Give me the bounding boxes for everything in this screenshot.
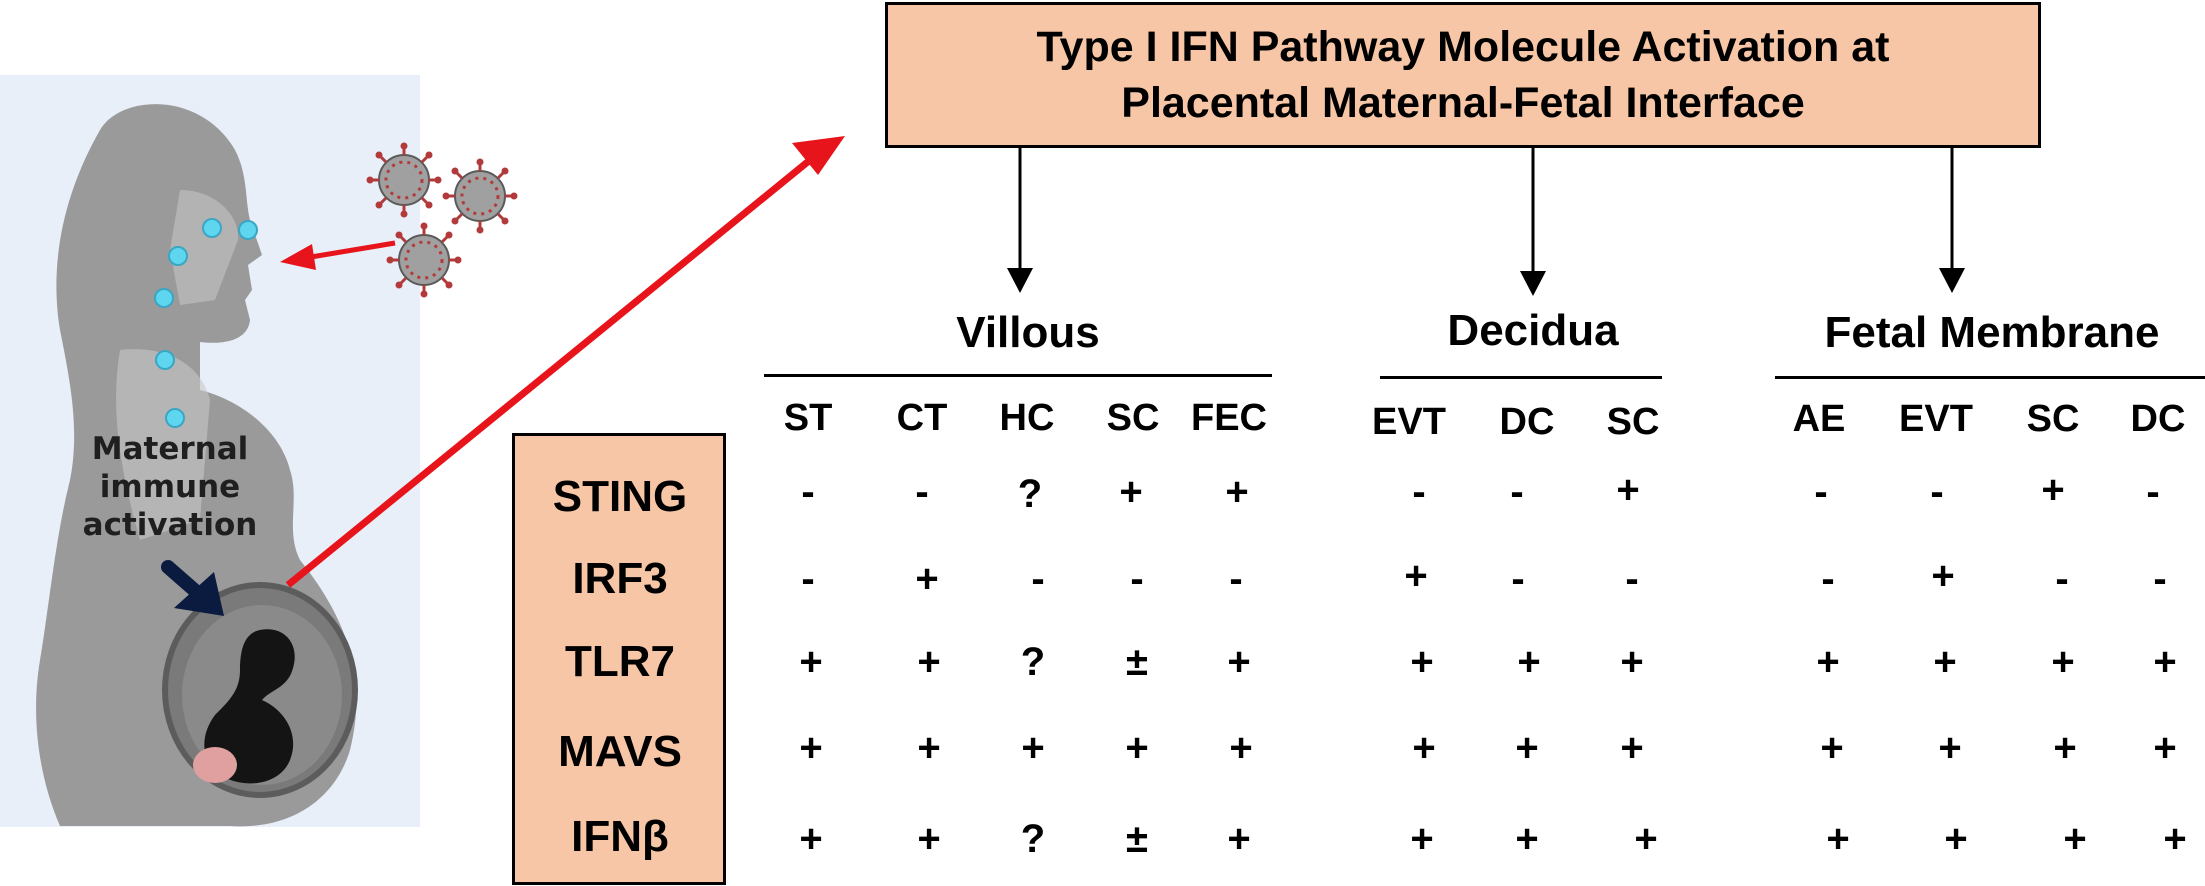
group-label-fetal-membrane: Fetal Membrane bbox=[1824, 308, 2160, 357]
col-head-fetal-sc: SC bbox=[2026, 398, 2080, 440]
cell-villous-hc-mavs: + bbox=[1021, 726, 1045, 770]
cell-villous-st-sting: - bbox=[801, 470, 815, 514]
group-rule-fetal-membrane bbox=[1775, 376, 2205, 379]
group-label-decidua: Decidua bbox=[1447, 306, 1619, 355]
cell-fetal-dc-sting: - bbox=[2146, 470, 2160, 514]
cell-decidua-sc-mavs: + bbox=[1620, 726, 1644, 770]
cell-villous-ct-irf3: + bbox=[915, 557, 939, 601]
group-rule-villous bbox=[764, 374, 1272, 377]
cell-villous-ct-tlr7: + bbox=[917, 640, 941, 684]
lymph-node-icon bbox=[154, 218, 258, 428]
cell-fetal-ae-irf3: - bbox=[1821, 557, 1835, 601]
col-head-fetal-evt: EVT bbox=[1899, 398, 1973, 440]
cell-villous-fec-tlr7: + bbox=[1227, 640, 1251, 684]
cell-decidua-dc-mavs: + bbox=[1515, 726, 1539, 770]
maternal-immune-activation-label: Maternal immune activation bbox=[82, 431, 258, 543]
cell-villous-ct-ifnb: + bbox=[917, 817, 941, 861]
cell-decidua-evt-irf3: + bbox=[1404, 554, 1428, 598]
cell-decidua-sc-sting: + bbox=[1616, 468, 1640, 512]
cell-villous-fec-irf3: - bbox=[1229, 557, 1243, 601]
down-arrows bbox=[1007, 148, 1965, 296]
title-line-1: Type I IFN Pathway Molecule Activation a… bbox=[1036, 23, 1890, 71]
cell-decidua-dc-tlr7: + bbox=[1517, 640, 1541, 684]
cell-villous-fec-sting: + bbox=[1225, 470, 1249, 514]
cell-villous-sc-tlr7: ± bbox=[1126, 640, 1148, 684]
cell-villous-st-ifnb: + bbox=[799, 817, 823, 861]
col-head-decidua-dc: DC bbox=[1499, 401, 1555, 443]
cell-fetal-sc-sting: + bbox=[2041, 468, 2065, 512]
cell-villous-hc-ifnb: ? bbox=[1020, 817, 1046, 861]
cell-fetal-evt-tlr7: + bbox=[1933, 640, 1957, 684]
cell-fetal-evt-mavs: + bbox=[1938, 726, 1962, 770]
row-label-box bbox=[512, 433, 726, 885]
cell-villous-fec-mavs: + bbox=[1229, 726, 1253, 770]
cell-fetal-ae-sting: - bbox=[1814, 470, 1828, 514]
cell-fetal-dc-tlr7: + bbox=[2153, 640, 2177, 684]
group-label-villous: Villous bbox=[956, 308, 1100, 357]
row-label-irf3: IRF3 bbox=[572, 554, 668, 603]
cell-villous-st-mavs: + bbox=[799, 726, 823, 770]
pointer-arrow bbox=[161, 560, 224, 616]
cell-fetal-evt-sting: - bbox=[1930, 470, 1944, 514]
cell-villous-st-tlr7: + bbox=[799, 640, 823, 684]
row-label-tlr7: TLR7 bbox=[565, 637, 675, 686]
cell-villous-ct-sting: - bbox=[915, 470, 929, 514]
title-line-2: Placental Maternal-Fetal Interface bbox=[1121, 79, 1805, 127]
fetus-icon bbox=[193, 629, 295, 784]
cell-villous-sc-irf3: - bbox=[1130, 557, 1144, 601]
cell-decidua-evt-ifnb: + bbox=[1410, 817, 1434, 861]
cell-decidua-dc-sting: - bbox=[1510, 470, 1524, 514]
col-head-fetal-ae: AE bbox=[1792, 398, 1846, 440]
row-label-ifnb: IFNβ bbox=[571, 812, 669, 861]
cell-villous-ct-mavs: + bbox=[917, 726, 941, 770]
cell-fetal-dc-irf3: - bbox=[2153, 557, 2167, 601]
cell-fetal-ae-mavs: + bbox=[1820, 726, 1844, 770]
col-head-villous-ct: CT bbox=[896, 397, 948, 439]
col-head-fetal-dc: DC bbox=[2130, 398, 2186, 440]
cell-fetal-evt-ifnb: + bbox=[1944, 817, 1968, 861]
cell-villous-st-irf3: - bbox=[801, 557, 815, 601]
cell-fetal-ae-tlr7: + bbox=[1816, 640, 1840, 684]
col-head-villous-sc: SC bbox=[1106, 397, 1160, 439]
cell-decidua-sc-tlr7: + bbox=[1620, 640, 1644, 684]
col-head-villous-hc: HC bbox=[999, 397, 1055, 439]
col-head-decidua-evt: EVT bbox=[1372, 401, 1446, 443]
col-head-villous-fec: FEC bbox=[1191, 397, 1267, 439]
cell-fetal-sc-tlr7: + bbox=[2051, 640, 2075, 684]
cell-villous-sc-ifnb: ± bbox=[1126, 817, 1148, 861]
cell-villous-fec-ifnb: + bbox=[1227, 817, 1251, 861]
col-head-villous-st: ST bbox=[783, 397, 833, 439]
row-label-sting: STING bbox=[552, 472, 688, 521]
cell-fetal-evt-irf3: + bbox=[1931, 554, 1955, 598]
cell-fetal-dc-ifnb: + bbox=[2163, 817, 2187, 861]
cell-villous-hc-sting: ? bbox=[1017, 472, 1043, 516]
row-label-mavs: MAVS bbox=[558, 727, 682, 776]
cell-decidua-evt-tlr7: + bbox=[1410, 640, 1434, 684]
cell-decidua-dc-irf3: - bbox=[1511, 557, 1525, 601]
cell-decidua-sc-ifnb: + bbox=[1634, 817, 1658, 861]
cell-decidua-dc-ifnb: + bbox=[1515, 817, 1539, 861]
cell-decidua-evt-mavs: + bbox=[1412, 726, 1436, 770]
cell-fetal-sc-mavs: + bbox=[2053, 726, 2077, 770]
title-box: Type I IFN Pathway Molecule Activation a… bbox=[885, 2, 2041, 148]
cell-fetal-ae-ifnb: + bbox=[1826, 817, 1850, 861]
cell-villous-sc-sting: + bbox=[1119, 470, 1143, 514]
cell-fetal-sc-irf3: - bbox=[2055, 557, 2069, 601]
cell-villous-hc-tlr7: ? bbox=[1020, 640, 1046, 684]
cell-villous-sc-mavs: + bbox=[1125, 726, 1149, 770]
group-rule-decidua bbox=[1380, 376, 1662, 379]
cell-decidua-evt-sting: - bbox=[1412, 470, 1426, 514]
cell-decidua-sc-irf3: - bbox=[1625, 557, 1639, 601]
col-head-decidua-sc: SC bbox=[1606, 401, 1660, 443]
expansion-arrow bbox=[285, 136, 845, 588]
cell-villous-hc-irf3: - bbox=[1031, 557, 1045, 601]
cell-fetal-dc-mavs: + bbox=[2153, 726, 2177, 770]
infection-arrow bbox=[280, 240, 396, 270]
cell-fetal-sc-ifnb: + bbox=[2063, 817, 2087, 861]
